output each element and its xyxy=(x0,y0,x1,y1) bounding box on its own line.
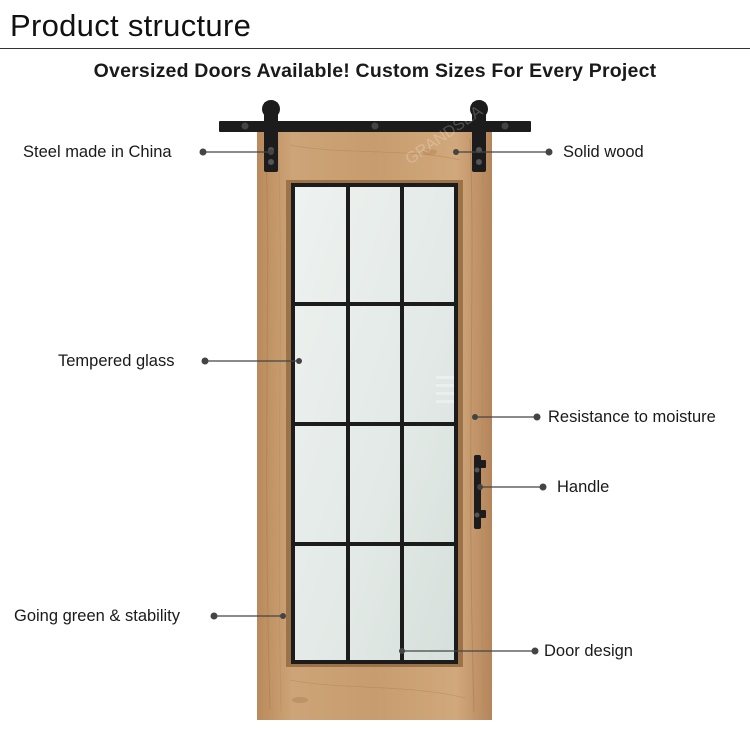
dot-door-design-target xyxy=(399,648,405,654)
label-tempered-glass: Tempered glass xyxy=(58,352,175,370)
dot-door-design-label xyxy=(531,647,539,655)
dot-going-green-target xyxy=(280,613,286,619)
dot-glass-target xyxy=(296,358,302,364)
label-moisture: Resistance to moisture xyxy=(548,408,716,426)
label-steel: Steel made in China xyxy=(23,143,172,161)
dot-moisture-label xyxy=(533,413,541,421)
dot-going-green-label xyxy=(210,612,218,620)
leader-lines xyxy=(203,151,549,652)
leader-dots xyxy=(199,148,553,655)
dot-solid-wood-label xyxy=(545,148,553,156)
dot-steel-target xyxy=(268,149,274,155)
dot-solid-wood-target xyxy=(453,149,459,155)
dot-handle-target xyxy=(477,484,483,490)
dot-moisture-target xyxy=(472,414,478,420)
track-hanger-left xyxy=(262,100,280,172)
label-solid-wood: Solid wood xyxy=(563,143,644,161)
barn-door-track xyxy=(219,121,531,132)
door-handle xyxy=(474,455,486,529)
label-going-green: Going green & stability xyxy=(14,607,181,625)
iron-grid xyxy=(291,183,458,664)
label-handle: Handle xyxy=(557,478,610,496)
glass-reflections xyxy=(436,376,454,403)
page-subtitle: Oversized Doors Available! Custom Sizes … xyxy=(93,60,657,82)
dot-steel-label xyxy=(199,148,207,156)
title-divider xyxy=(0,48,750,49)
dot-glass-label xyxy=(201,357,209,365)
page-title: Product structure xyxy=(10,8,252,43)
dot-handle-label xyxy=(539,483,547,491)
track-hanger-right xyxy=(470,100,488,172)
label-door-design: Door design xyxy=(544,642,633,660)
